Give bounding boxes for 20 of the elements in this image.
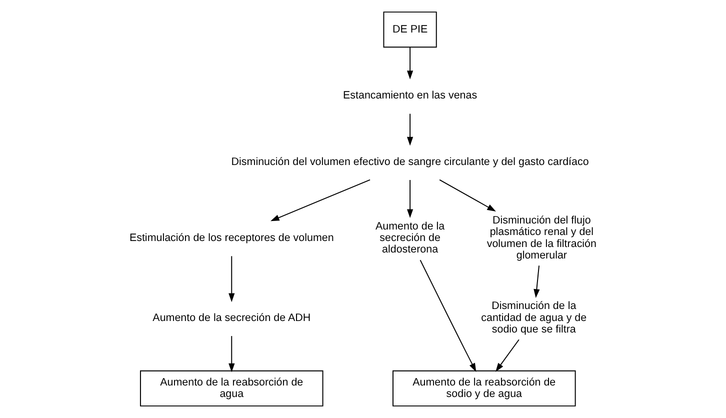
node-text: Disminución del volumen efectivo de sangre circulante y del gasto cardíaco	[230, 156, 588, 168]
arrow	[438, 179, 496, 212]
node-text: Aumento de la secreción de ADH	[152, 312, 310, 324]
arrow	[406, 113, 413, 146]
arrow	[228, 336, 234, 372]
arrow	[406, 180, 413, 218]
arrow	[228, 256, 234, 302]
node-text: Disminución de la cantidad de agua y de sodio que se filtra	[480, 300, 586, 336]
node-box: DE PIE	[382, 12, 436, 48]
node-box: Aumento de la reabsorción de agua	[139, 370, 323, 406]
node-box: Aumento de la reabsorción de sodio y de agua	[392, 370, 576, 406]
arrow	[406, 47, 413, 80]
arrow	[495, 339, 519, 372]
node-text: Estancamiento en las venas	[342, 90, 477, 102]
arrow	[270, 179, 370, 222]
arrow	[533, 265, 540, 298]
node-text: Disminución del flujo plasmático renal y del volumen de la filtración glomerular	[486, 214, 596, 262]
node-text: Aumento de la secreción de aldosterona	[374, 220, 444, 256]
arrow	[419, 260, 476, 372]
node-text: Estimulación de los receptores de volumen	[128, 232, 334, 244]
